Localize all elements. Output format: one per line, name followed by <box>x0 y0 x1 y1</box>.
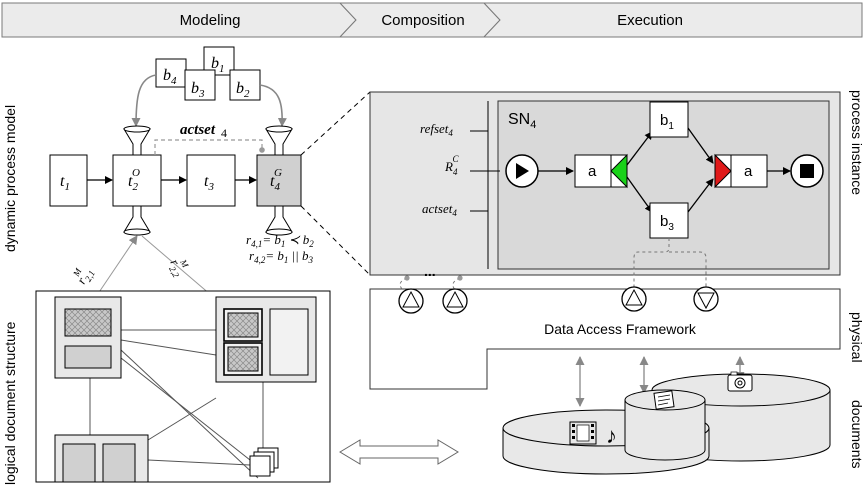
box-t4 <box>256 154 302 207</box>
and-join-red <box>714 153 732 189</box>
doc-block-a-plain <box>64 345 112 369</box>
arrow-b-to-t2 <box>131 74 157 127</box>
svg-text:b4: b4 <box>163 67 177 87</box>
zoom-line-top <box>300 91 371 156</box>
box-t1 <box>49 154 88 207</box>
phase-label-composition: Composition <box>381 12 464 29</box>
funnel-t2-bottom <box>123 205 151 233</box>
svg-text:t3: t3 <box>204 173 214 193</box>
phase-label-execution: Execution <box>617 12 683 29</box>
rule-r42: r4,2= b1 || b3 <box>249 248 314 265</box>
funnel-t4-top <box>265 128 293 156</box>
svg-text:t1: t1 <box>60 173 70 193</box>
framework-frame <box>369 288 841 390</box>
doc-block-b-side <box>269 308 309 376</box>
b3-link <box>633 238 670 289</box>
svg-text:b1: b1 <box>660 112 674 132</box>
t2-text: t <box>128 173 133 190</box>
phase-banner: Modeling Composition Execution <box>1 2 863 38</box>
svg-text:b3: b3 <box>191 80 205 100</box>
document-structure <box>35 290 331 483</box>
svg-text:b1: b1 <box>211 55 225 75</box>
music-note-icon: ♪ <box>606 423 617 448</box>
svg-text:t2O: t2O <box>128 167 140 193</box>
a2-text: a <box>744 163 753 180</box>
b4-text: b <box>163 67 171 84</box>
label-dynamic-process-model: dynamic process model <box>2 105 18 252</box>
svg-text:t4G: t4G <box>270 167 282 193</box>
process-instance: SN4 refset4 R4C actset4 a b1 b3 a <box>300 91 841 276</box>
play-icon <box>516 163 529 179</box>
sensor-3 <box>621 286 647 312</box>
svg-text:b3: b3 <box>660 213 674 233</box>
t1-text: t <box>60 173 65 190</box>
sensor-2 <box>442 288 468 314</box>
data-access-framework: Data Access Framework ... <box>369 238 841 407</box>
label-logical-document-structure: logical document structure <box>2 321 18 485</box>
box-b3 <box>184 69 216 101</box>
ellipsis: ... <box>424 263 436 279</box>
activity-a1 <box>574 154 612 188</box>
funnel-t4-bottom <box>265 205 293 233</box>
phase-label-modeling: Modeling <box>180 12 241 29</box>
b1-instance-text: b <box>660 112 668 129</box>
zoom-line-bottom <box>300 205 371 276</box>
t4-text: t <box>270 173 275 190</box>
camera-icon <box>727 371 753 392</box>
box-t3 <box>186 154 236 207</box>
label-physical: physical <box>849 312 864 363</box>
physical-documents: ♪ <box>502 371 831 475</box>
t3-text: t <box>204 173 209 190</box>
b3-text: b <box>191 80 199 97</box>
a1-text: a <box>588 163 597 180</box>
box-b4 <box>155 58 187 88</box>
label-r21: r2,1M <box>69 263 97 288</box>
actset-link <box>154 139 263 155</box>
funnel-t2-top <box>123 128 151 156</box>
stop-icon <box>800 164 814 178</box>
arrow-b-to-t4 <box>259 84 287 127</box>
film-icon <box>569 421 597 445</box>
scroll-document-icon <box>653 390 675 410</box>
and-split-green <box>610 153 628 189</box>
b1-text: b <box>211 55 219 72</box>
b2-text: b <box>236 80 244 97</box>
doc-block-a-hatched <box>64 308 112 337</box>
sensor-4 <box>693 286 719 312</box>
label-documents: documents <box>849 400 864 468</box>
r4c-label: R4C <box>444 154 459 177</box>
svg-text:b2: b2 <box>236 80 250 100</box>
activity-a2 <box>730 154 768 188</box>
label-process-instance: process instance <box>849 90 864 195</box>
framework-label: Data Access Framework <box>544 321 697 337</box>
actset-instance-label: actset4 <box>422 201 457 218</box>
refset-label: refset4 <box>420 121 453 138</box>
rule-r41: r4,1= b1 ≺ b2 <box>246 232 314 249</box>
sensor-1 <box>398 288 424 314</box>
composition-double-arrow <box>339 439 459 465</box>
phase-execution <box>482 2 863 38</box>
activity-b1 <box>649 101 689 138</box>
sn4-label: SN4 <box>508 111 536 131</box>
b3-instance-text: b <box>660 213 668 230</box>
